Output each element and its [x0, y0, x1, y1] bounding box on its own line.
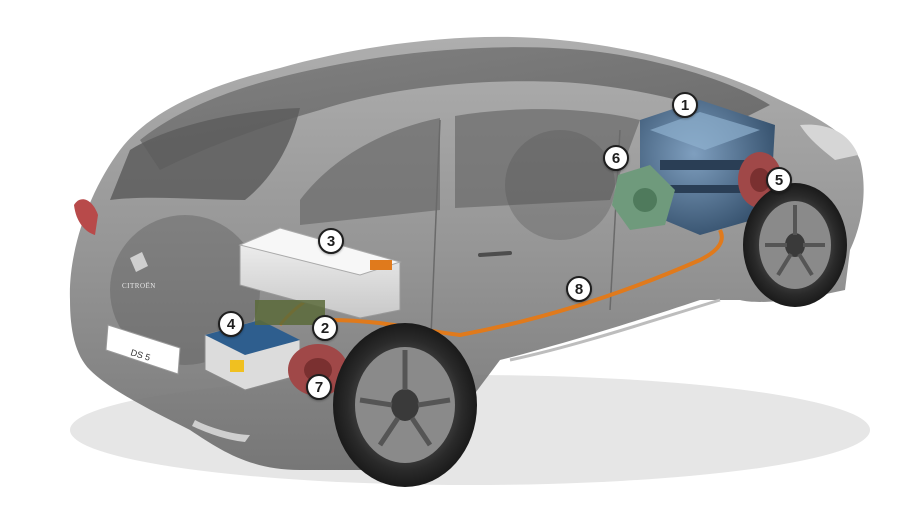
callout-4: 4	[218, 311, 244, 337]
battery-pack	[238, 227, 402, 319]
callout-3: 3	[318, 228, 344, 254]
callout-2: 2	[312, 315, 338, 341]
roof-glass	[140, 47, 770, 170]
front-right-wheel	[743, 183, 847, 307]
rear-badge: CITROËN	[122, 252, 156, 290]
callout-6: 6	[603, 145, 629, 171]
side-window-rear	[300, 118, 440, 225]
callout-5: 5	[766, 167, 792, 193]
callout-7: 7	[306, 374, 332, 400]
engine-block	[640, 100, 775, 235]
gearbox	[612, 165, 675, 230]
rear-window	[110, 108, 300, 200]
power-electronics	[204, 300, 325, 391]
callout-8: 8	[566, 276, 592, 302]
front-right-wheel-ghost	[505, 130, 615, 240]
taillight	[74, 199, 98, 235]
side-sill	[509, 298, 721, 362]
headlight	[800, 124, 858, 160]
badge-text: CITROËN	[122, 282, 156, 290]
door-handle	[478, 251, 512, 257]
rear-diffuser	[192, 420, 250, 442]
side-window-front	[455, 109, 640, 208]
callout-1: 1	[672, 92, 698, 118]
license-plate: DS 5	[105, 324, 181, 375]
door-line	[429, 119, 441, 361]
rear-right-wheel	[333, 323, 477, 487]
